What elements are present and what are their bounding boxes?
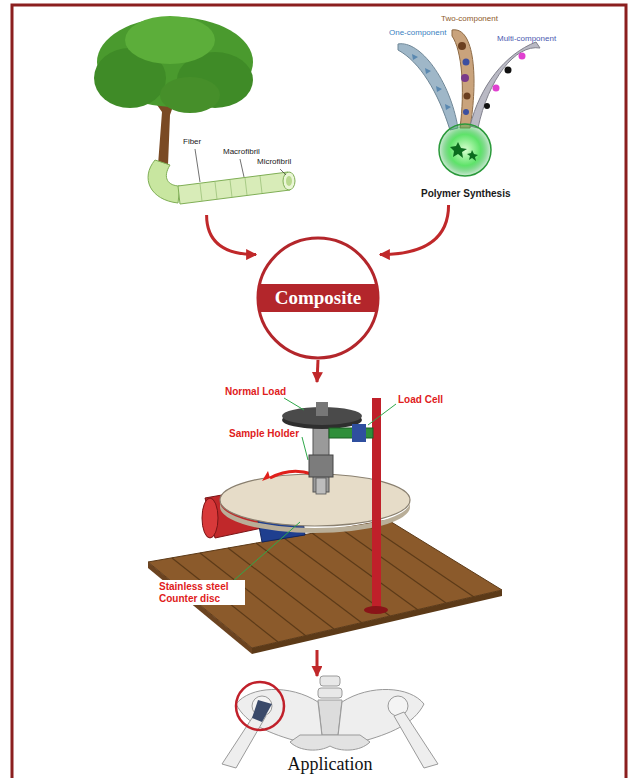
node-label: Fiber — [183, 137, 201, 146]
node-label: Application — [288, 754, 373, 775]
node-label: Sample Holder — [229, 428, 299, 440]
application-figure: Application — [200, 676, 460, 776]
flow-arrow — [316, 650, 319, 676]
node-label: Normal Load — [225, 386, 286, 398]
flow-arrow — [380, 205, 449, 255]
node-label: One-component — [389, 28, 446, 37]
tribometer-illustration — [148, 398, 502, 654]
flask-illustration — [398, 30, 540, 176]
node-label: Two-component — [441, 14, 498, 23]
flow-arrow — [207, 215, 256, 255]
node-label: Polymer Synthesis — [421, 188, 510, 200]
node-label: Microfibril — [257, 157, 291, 166]
node-label: Macrofibril — [223, 147, 260, 156]
node-label: Multi-component — [497, 34, 556, 43]
tribometer: Normal LoadLoad CellSample HolderStainle… — [145, 382, 505, 650]
composite-circle: Composite — [256, 236, 380, 360]
node-label: Stainless steel Counter disc — [157, 580, 245, 605]
fiber-source: FiberMacrofibrilMicrofibril — [90, 15, 302, 215]
flow-arrow — [316, 360, 320, 382]
tree-illustration — [94, 16, 295, 204]
node-label: Load Cell — [398, 394, 443, 406]
polymer-source: One-componentTwo-componentMulti-componen… — [385, 8, 548, 205]
node-label: Composite — [275, 287, 362, 309]
